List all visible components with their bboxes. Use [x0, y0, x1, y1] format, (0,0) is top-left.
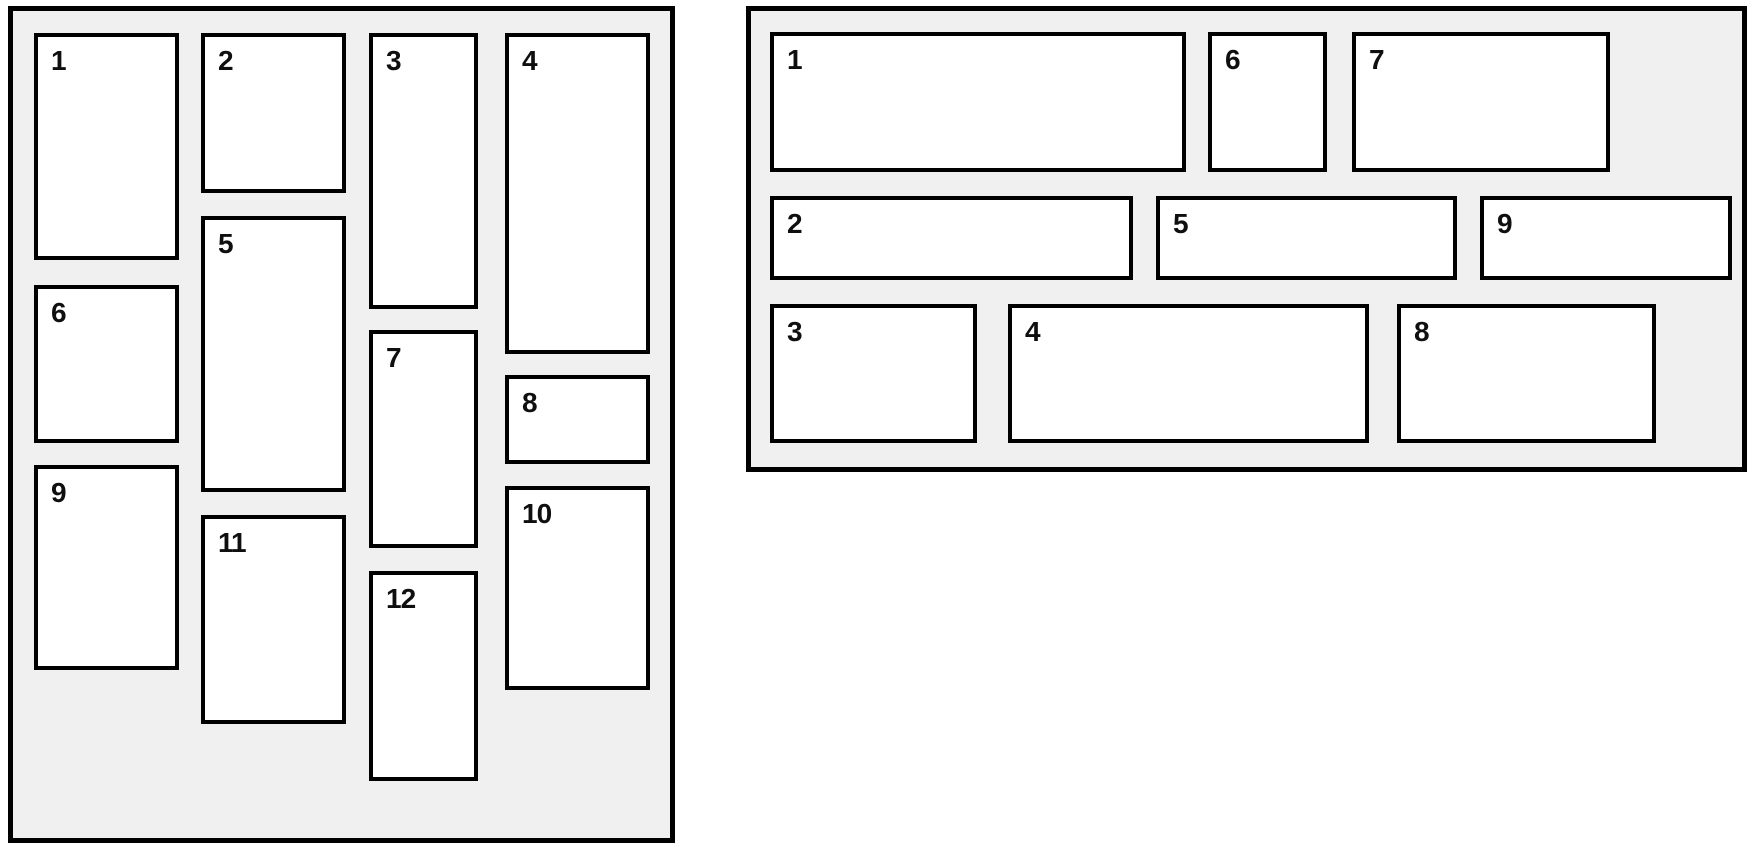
item-number-label: 5	[218, 228, 234, 259]
left-masonry-box-9: 9	[34, 465, 179, 670]
right-masonry-box-3: 3	[770, 304, 977, 443]
item-number-label: 5	[1173, 208, 1189, 239]
right-masonry-box-5: 5	[1156, 196, 1457, 280]
left-masonry-box-6: 6	[34, 285, 179, 443]
item-number-label: 8	[1414, 316, 1430, 347]
item-number-label: 7	[1369, 44, 1385, 75]
item-number-label: 4	[1025, 316, 1041, 347]
right-masonry-box-1: 1	[770, 32, 1186, 172]
right-masonry-box-7: 7	[1352, 32, 1610, 172]
item-number-label: 10	[522, 498, 552, 529]
item-number-label: 6	[51, 297, 67, 328]
right-masonry-box-9: 9	[1480, 196, 1732, 280]
left-masonry-box-4: 4	[505, 33, 650, 354]
right-masonry-box-4: 4	[1008, 304, 1369, 443]
right-masonry-box-6: 6	[1208, 32, 1327, 172]
left-masonry-box-2: 2	[201, 33, 346, 193]
item-number-label: 9	[1497, 208, 1513, 239]
item-number-label: 3	[787, 316, 803, 347]
item-number-label: 8	[522, 387, 538, 418]
right-masonry-box-2: 2	[770, 196, 1133, 280]
left-masonry-box-5: 5	[201, 216, 346, 492]
left-masonry-box-7: 7	[369, 330, 478, 548]
left-masonry-box-3: 3	[369, 33, 478, 309]
left-masonry-box-10: 10	[505, 486, 650, 690]
item-number-label: 1	[51, 45, 67, 76]
right-masonry-box-8: 8	[1397, 304, 1656, 443]
item-number-label: 2	[787, 208, 803, 239]
item-number-label: 2	[218, 45, 234, 76]
item-number-label: 6	[1225, 44, 1241, 75]
item-number-label: 4	[522, 45, 538, 76]
left-masonry-box-12: 12	[369, 571, 478, 781]
left-masonry-box-1: 1	[34, 33, 179, 260]
item-number-label: 11	[218, 527, 247, 558]
left-masonry-box-11: 11	[201, 515, 346, 724]
right-horizontal-masonry-panel: 1 6 7 2 5 9 3 4 8	[746, 6, 1747, 472]
item-number-label: 9	[51, 477, 67, 508]
item-number-label: 12	[386, 583, 416, 614]
item-number-label: 3	[386, 45, 402, 76]
item-number-label: 1	[787, 44, 803, 75]
left-masonry-box-8: 8	[505, 375, 650, 464]
item-number-label: 7	[386, 342, 402, 373]
